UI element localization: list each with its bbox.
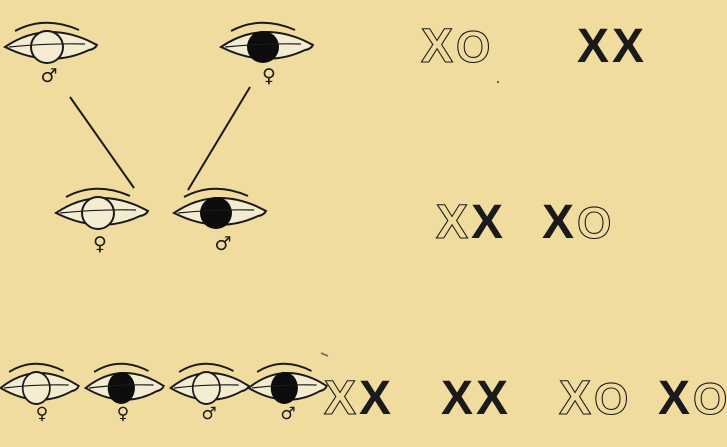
sex-symbol-female-gen3-2: ♀ bbox=[117, 404, 129, 424]
pupil-white bbox=[193, 372, 220, 404]
chromosome-o-outline: O bbox=[577, 199, 611, 248]
chromosome-x-solid: X bbox=[441, 372, 473, 425]
pupil-white bbox=[23, 372, 50, 404]
eyebrow bbox=[231, 23, 295, 31]
sex-symbol-female-gen2-1: ♀ bbox=[93, 233, 107, 255]
sex-symbol-male-gen1-1: ♂ bbox=[40, 65, 57, 87]
eyebrow bbox=[184, 189, 248, 197]
pupil-black bbox=[200, 197, 232, 229]
chromosome-o-outline: O bbox=[594, 375, 628, 424]
eyebrow bbox=[15, 23, 79, 31]
eye-white-gen3-3 bbox=[171, 364, 249, 404]
eyebrow bbox=[66, 189, 130, 197]
sex-symbol-female-gen1-2: ♀ bbox=[262, 65, 276, 87]
eye-white-gen2-1 bbox=[56, 189, 148, 229]
pupil-black bbox=[271, 372, 298, 404]
cross-line-right bbox=[188, 87, 250, 190]
chromosome-x-solid: X bbox=[658, 372, 690, 425]
pupil-black bbox=[108, 372, 135, 404]
speck bbox=[497, 81, 499, 83]
pupil-white bbox=[82, 197, 114, 229]
eye-white-gen3-1 bbox=[1, 364, 79, 404]
chromosome-o-outline: O bbox=[456, 23, 490, 72]
eye-black-gen2-2 bbox=[174, 189, 266, 229]
eyebrow bbox=[9, 364, 63, 372]
sex-symbol-male-gen3-4: ♂ bbox=[280, 404, 295, 424]
eye-white-gen1-1 bbox=[5, 23, 97, 63]
speck bbox=[321, 353, 328, 356]
eye-black-gen3-4 bbox=[249, 364, 327, 404]
chromosome-x-solid: X bbox=[476, 372, 508, 425]
eyebrow bbox=[94, 364, 148, 372]
chromosome-x-outline: X bbox=[324, 372, 356, 425]
chromosome-x-outline: X bbox=[436, 196, 468, 249]
eye-black-gen3-2 bbox=[86, 364, 164, 404]
chromosome-o-outline: O bbox=[693, 375, 727, 424]
chromosome-x-solid: X bbox=[471, 196, 503, 249]
eyebrow bbox=[257, 364, 311, 372]
chromosome-x-solid: X bbox=[612, 20, 644, 73]
sex-symbol-male-gen3-3: ♂ bbox=[201, 404, 216, 424]
pupil-white bbox=[31, 31, 63, 63]
pupil-black bbox=[247, 31, 279, 63]
sex-symbol-male-gen2-2: ♂ bbox=[214, 233, 231, 255]
chromosome-x-solid: X bbox=[359, 372, 391, 425]
cross-line-left bbox=[70, 97, 134, 188]
chromosome-x-outline: X bbox=[559, 372, 591, 425]
eyebrow bbox=[179, 364, 233, 372]
sex-symbol-female-gen3-1: ♀ bbox=[36, 404, 48, 424]
eye-black-gen1-2 bbox=[221, 23, 313, 63]
chromosome-x-solid: X bbox=[542, 196, 574, 249]
chromosome-x-outline: X bbox=[421, 20, 453, 73]
chromosome-x-solid: X bbox=[577, 20, 609, 73]
